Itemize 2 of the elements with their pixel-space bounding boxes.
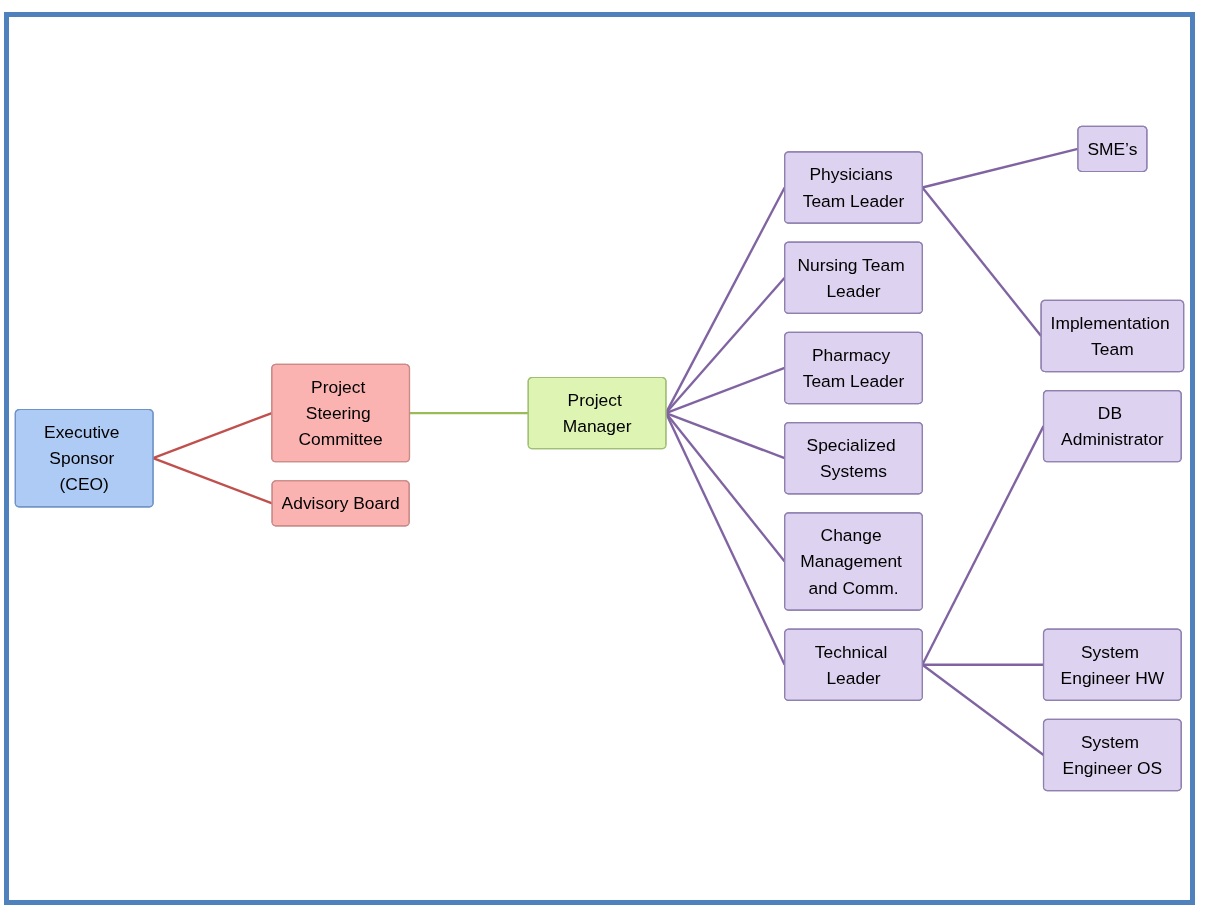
- connector: [922, 663, 1044, 666]
- connector: [409, 411, 529, 415]
